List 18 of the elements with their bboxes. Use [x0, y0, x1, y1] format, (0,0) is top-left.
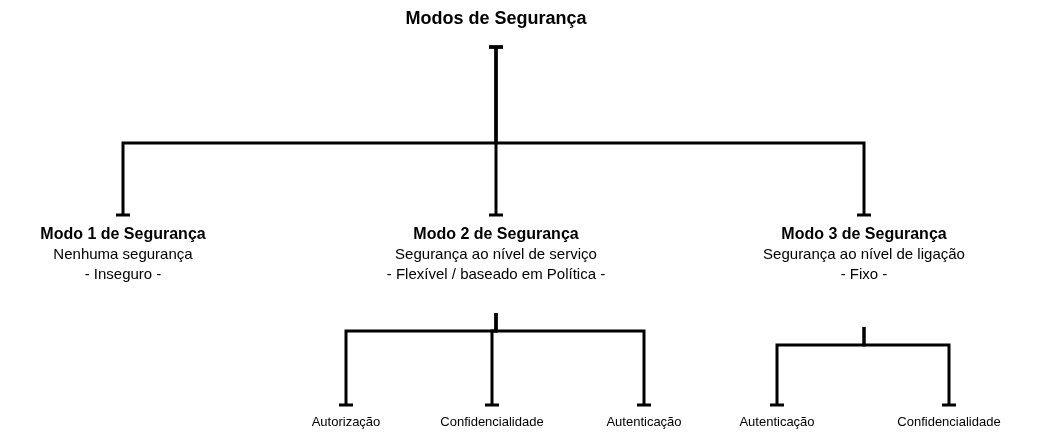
- mode-description: Nenhuma segurança: [53, 244, 193, 264]
- mode-description: - Flexível / baseado em Política -: [386, 264, 606, 284]
- mode-heading: Modo 3 de Segurança: [781, 224, 947, 244]
- mode-description: - Fixo -: [840, 264, 888, 284]
- root-label: Modos de Segurança: [405, 7, 587, 30]
- connector-line: [862, 327, 958, 407]
- mode-heading: Modo 1 de Segurança: [40, 224, 206, 244]
- mode-description: Segurança ao nível de serviço: [395, 244, 597, 264]
- leaf-label: Autorização: [311, 414, 381, 430]
- mode-description: - Inseguro -: [84, 264, 162, 284]
- leaf-label: Confidencialidade: [897, 414, 1001, 430]
- mode-heading: Modo 2 de Segurança: [413, 224, 579, 244]
- leaf-label: Autenticação: [739, 414, 815, 430]
- leaf-label: Confidencialidade: [440, 414, 544, 430]
- connector-line: [487, 45, 873, 217]
- leaf-label: Autenticação: [606, 414, 682, 430]
- connector-line: [494, 313, 653, 407]
- mode-description: Segurança ao nível de ligação: [763, 244, 965, 264]
